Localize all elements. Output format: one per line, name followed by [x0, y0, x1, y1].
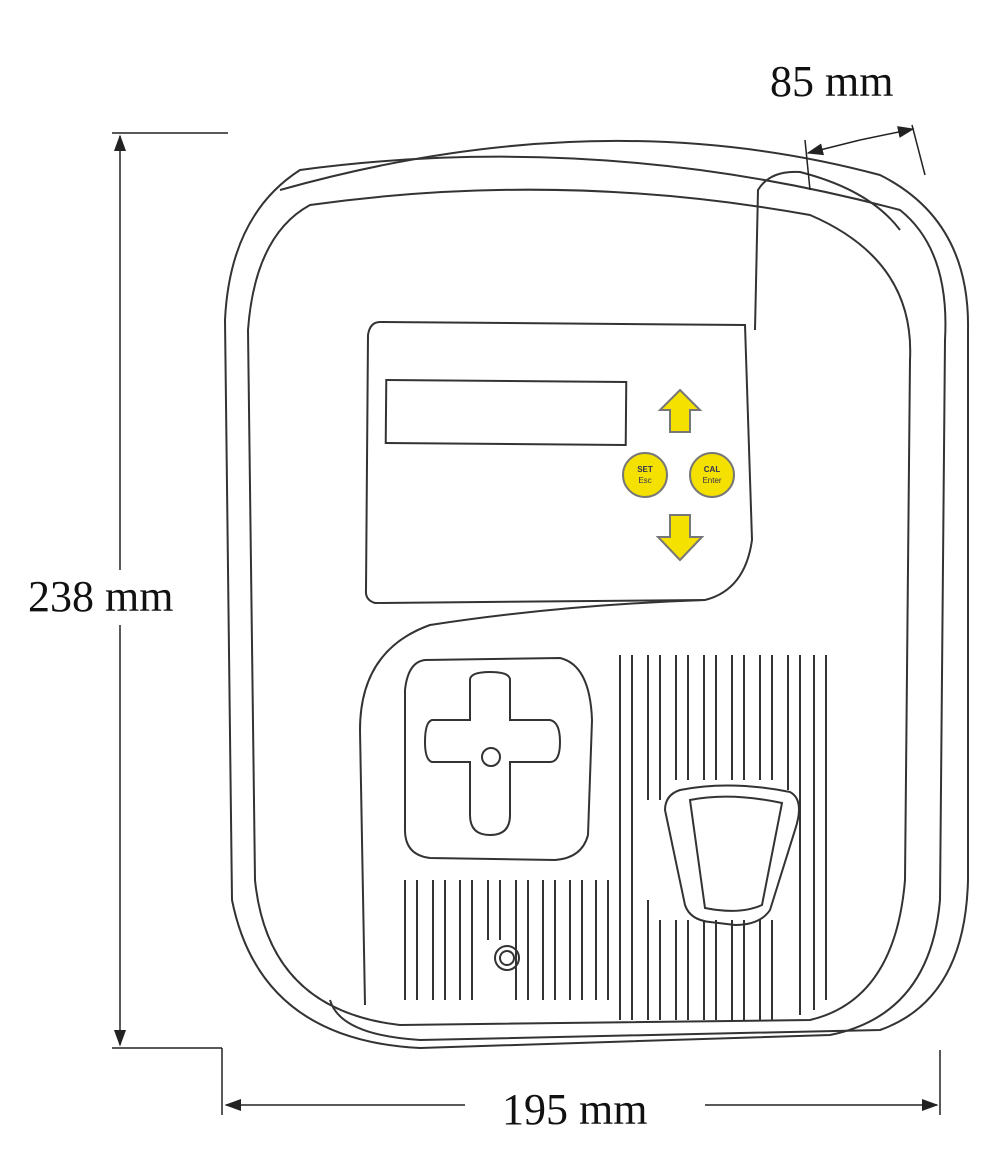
depth-dimension-label: 85 mm [770, 57, 894, 106]
enter-label: Enter [702, 476, 721, 485]
up-arrow-button[interactable] [657, 388, 703, 433]
set-label: SET [637, 465, 653, 474]
set-esc-button[interactable] [622, 452, 668, 498]
housing-outer [223, 155, 947, 1050]
connector-shield [663, 784, 800, 927]
width-dimension-label: 195 mm [502, 1085, 648, 1134]
cable-gland [494, 945, 520, 971]
cal-enter-button[interactable] [689, 452, 735, 498]
height-dimension-label: 238 mm [28, 572, 174, 621]
rotor-center [481, 747, 501, 767]
down-arrow-button[interactable] [655, 514, 705, 562]
esc-label: Esc [638, 476, 651, 485]
depth-dim-line [806, 139, 861, 156]
depth-extension-left [804, 139, 811, 191]
housing-front [246, 188, 912, 1027]
depth-extension-right [911, 124, 926, 176]
cal-label: CAL [704, 465, 721, 474]
lower-panel [358, 599, 706, 1006]
control-panel [364, 320, 754, 605]
pump-housing [404, 656, 594, 862]
vents-bottom [404, 880, 609, 1000]
pump-rotor [423, 670, 562, 837]
lcd-screen [384, 378, 628, 447]
housing-back [279, 139, 970, 1042]
vents-right [619, 655, 827, 1020]
side-edge [754, 170, 901, 331]
